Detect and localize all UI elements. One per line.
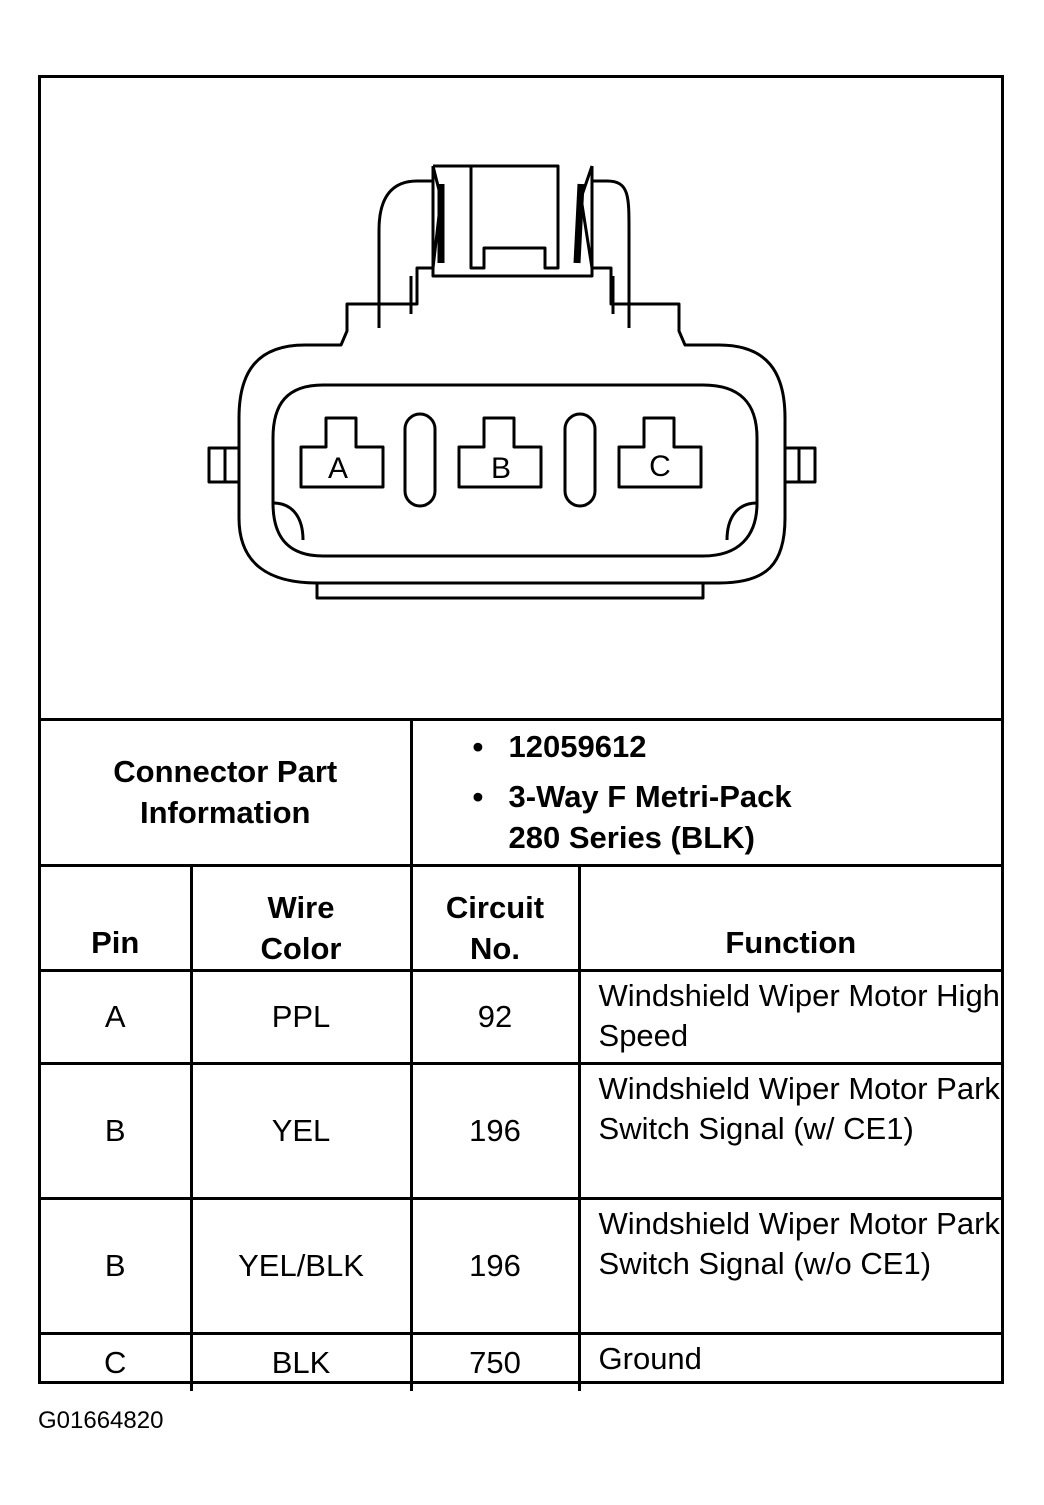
terminal-c-outline	[617, 416, 703, 489]
terminal-a-outline	[299, 416, 385, 489]
cell-function: Windshield Wiper Motor Park Switch Signa…	[577, 1062, 1002, 1200]
part-info-row: Connector Part Information • 12059612 • …	[41, 718, 1002, 867]
cell-pin: B	[41, 1062, 193, 1200]
part-info-list: • 12059612 • 3-Way F Metri-Pack 280 Seri…	[409, 718, 1002, 867]
terminal-b-outline	[457, 416, 543, 489]
header-circuit-no: Circuit No.	[409, 864, 581, 972]
pinout-table: Connector Part Information • 12059612 • …	[41, 718, 1002, 1391]
connector-cavity	[271, 383, 759, 558]
table-row: B YEL 196 Windshield Wiper Motor Park Sw…	[41, 1062, 1002, 1200]
cell-circuit: 750	[409, 1332, 581, 1391]
side-latch-right	[783, 446, 817, 484]
table-row: C BLK 750 Ground	[41, 1332, 1002, 1391]
terminal-c-label: C	[649, 450, 671, 483]
cell-wire-color: YEL/BLK	[189, 1197, 413, 1335]
connector-figure-frame: A B C Connector Part Information • 12059…	[38, 75, 1004, 1391]
part-info-item: • 3-Way F Metri-Pack 280 Series (BLK)	[473, 777, 1002, 858]
cell-function: Windshield Wiper Motor High Speed	[577, 969, 1002, 1065]
figure-code: G01664820	[38, 1407, 164, 1434]
table-header-row: Pin Wire Color Circuit No. Function	[41, 864, 1002, 972]
bullet-icon: •	[472, 779, 484, 815]
cavity-separator-right	[563, 412, 597, 508]
cell-function: Windshield Wiper Motor Park Switch Signa…	[577, 1197, 1002, 1335]
cell-wire-color: YEL	[189, 1062, 413, 1200]
cavity-separator-left	[403, 412, 437, 508]
side-latch-left	[207, 446, 241, 484]
header-pin: Pin	[41, 864, 193, 972]
cell-pin: A	[41, 969, 193, 1065]
cell-function: Ground	[577, 1332, 1002, 1391]
table-row: B YEL/BLK 196 Windshield Wiper Motor Par…	[41, 1197, 1002, 1335]
cell-circuit: 196	[409, 1062, 581, 1200]
cell-pin: C	[41, 1332, 193, 1391]
terminal-b-label: B	[491, 452, 511, 485]
cell-pin: B	[41, 1197, 193, 1335]
cell-wire-color: PPL	[189, 969, 413, 1065]
header-function: Function	[577, 864, 1002, 972]
header-wire-color: Wire Color	[189, 864, 413, 972]
cell-circuit: 196	[409, 1197, 581, 1335]
part-info-label: Connector Part Information	[41, 718, 413, 867]
bullet-icon: •	[472, 729, 484, 765]
connector-drawing: A B C	[207, 164, 817, 600]
table-row: A PPL 92 Windshield Wiper Motor High Spe…	[41, 969, 1002, 1065]
locking-tab	[237, 164, 787, 585]
bottom-rail	[315, 583, 705, 600]
terminal-a-label: A	[328, 452, 348, 485]
cell-circuit: 92	[409, 969, 581, 1065]
part-info-item: • 12059612	[473, 727, 1002, 767]
cell-wire-color: BLK	[189, 1332, 413, 1391]
